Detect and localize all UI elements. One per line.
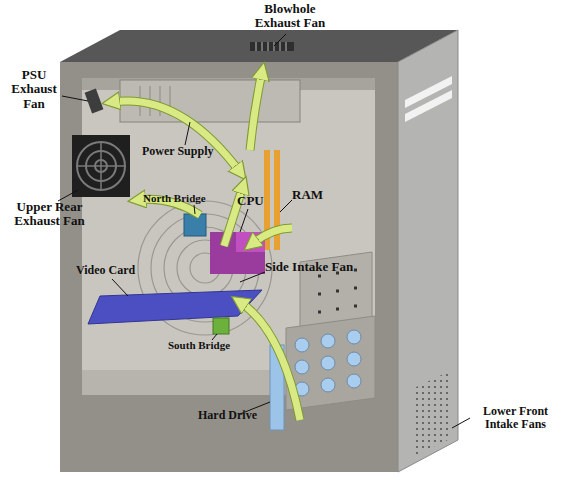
- case-interior: [82, 78, 375, 395]
- cage-vent-hole: [295, 338, 309, 352]
- case-top: [60, 30, 458, 62]
- part-label: RAM: [292, 188, 332, 202]
- grille-slats: [256, 42, 286, 51]
- airflow-arrow: [250, 72, 262, 150]
- cage-vent-hole: [347, 374, 361, 388]
- leader-line: [280, 200, 292, 212]
- part-label: Power Supply: [142, 145, 237, 158]
- part-label: PSU Exhaust Fan: [4, 68, 64, 111]
- lower-drive-cage: [286, 316, 375, 410]
- part-label: South Bridge: [168, 339, 258, 351]
- airflow-arrow-outline: [252, 228, 292, 244]
- leader-line: [112, 279, 128, 296]
- part-label: North Bridge: [143, 192, 223, 204]
- case-front: [398, 30, 458, 472]
- leader-line: [62, 96, 88, 101]
- cage-vent-hole: [321, 334, 335, 348]
- front-stripe: [405, 90, 452, 122]
- cage-vent-hole: [347, 352, 361, 366]
- part-label: Side Intake Fan: [265, 260, 375, 274]
- airflow-arrow: [252, 228, 292, 244]
- leader-line: [240, 272, 265, 282]
- airflow-arrow-outline: [112, 101, 240, 172]
- front-vents: [414, 370, 452, 456]
- airflow-arrow: [112, 101, 240, 172]
- leader-line: [185, 122, 190, 145]
- south-bridge-chip: [213, 318, 229, 334]
- case-side-frame: [60, 62, 398, 472]
- part-label: Lower Front Intake Fans: [468, 405, 563, 431]
- part-label: Hard Drive: [198, 409, 278, 422]
- part-label: Blowhole Exhaust Fan: [240, 2, 340, 31]
- airflow-arrow-outline: [250, 72, 262, 150]
- airflow-arrow: [240, 302, 300, 420]
- video-card: [88, 290, 262, 324]
- part-label: Video Card: [76, 264, 156, 277]
- fan-grille-ring: [77, 142, 125, 190]
- cage-vent-hole: [295, 360, 309, 374]
- part-label: Upper Rear Exhaust Fan: [2, 200, 97, 229]
- leader-line: [240, 209, 248, 232]
- cage-holes: [318, 270, 357, 312]
- cage-vent-hole: [347, 330, 361, 344]
- leader-line: [274, 34, 286, 46]
- blowhole-grille: [250, 42, 294, 51]
- cage-vent-hole: [321, 378, 335, 392]
- airflow-arrow-outline: [240, 302, 300, 420]
- rear-fan-frame: [72, 135, 130, 197]
- leader-line: [194, 205, 195, 214]
- fan-grille-cross: [77, 142, 125, 190]
- leader-line: [452, 418, 470, 428]
- part-label: CPU: [237, 194, 277, 208]
- north-bridge-chip: [184, 214, 206, 236]
- cage-vent-hole: [321, 356, 335, 370]
